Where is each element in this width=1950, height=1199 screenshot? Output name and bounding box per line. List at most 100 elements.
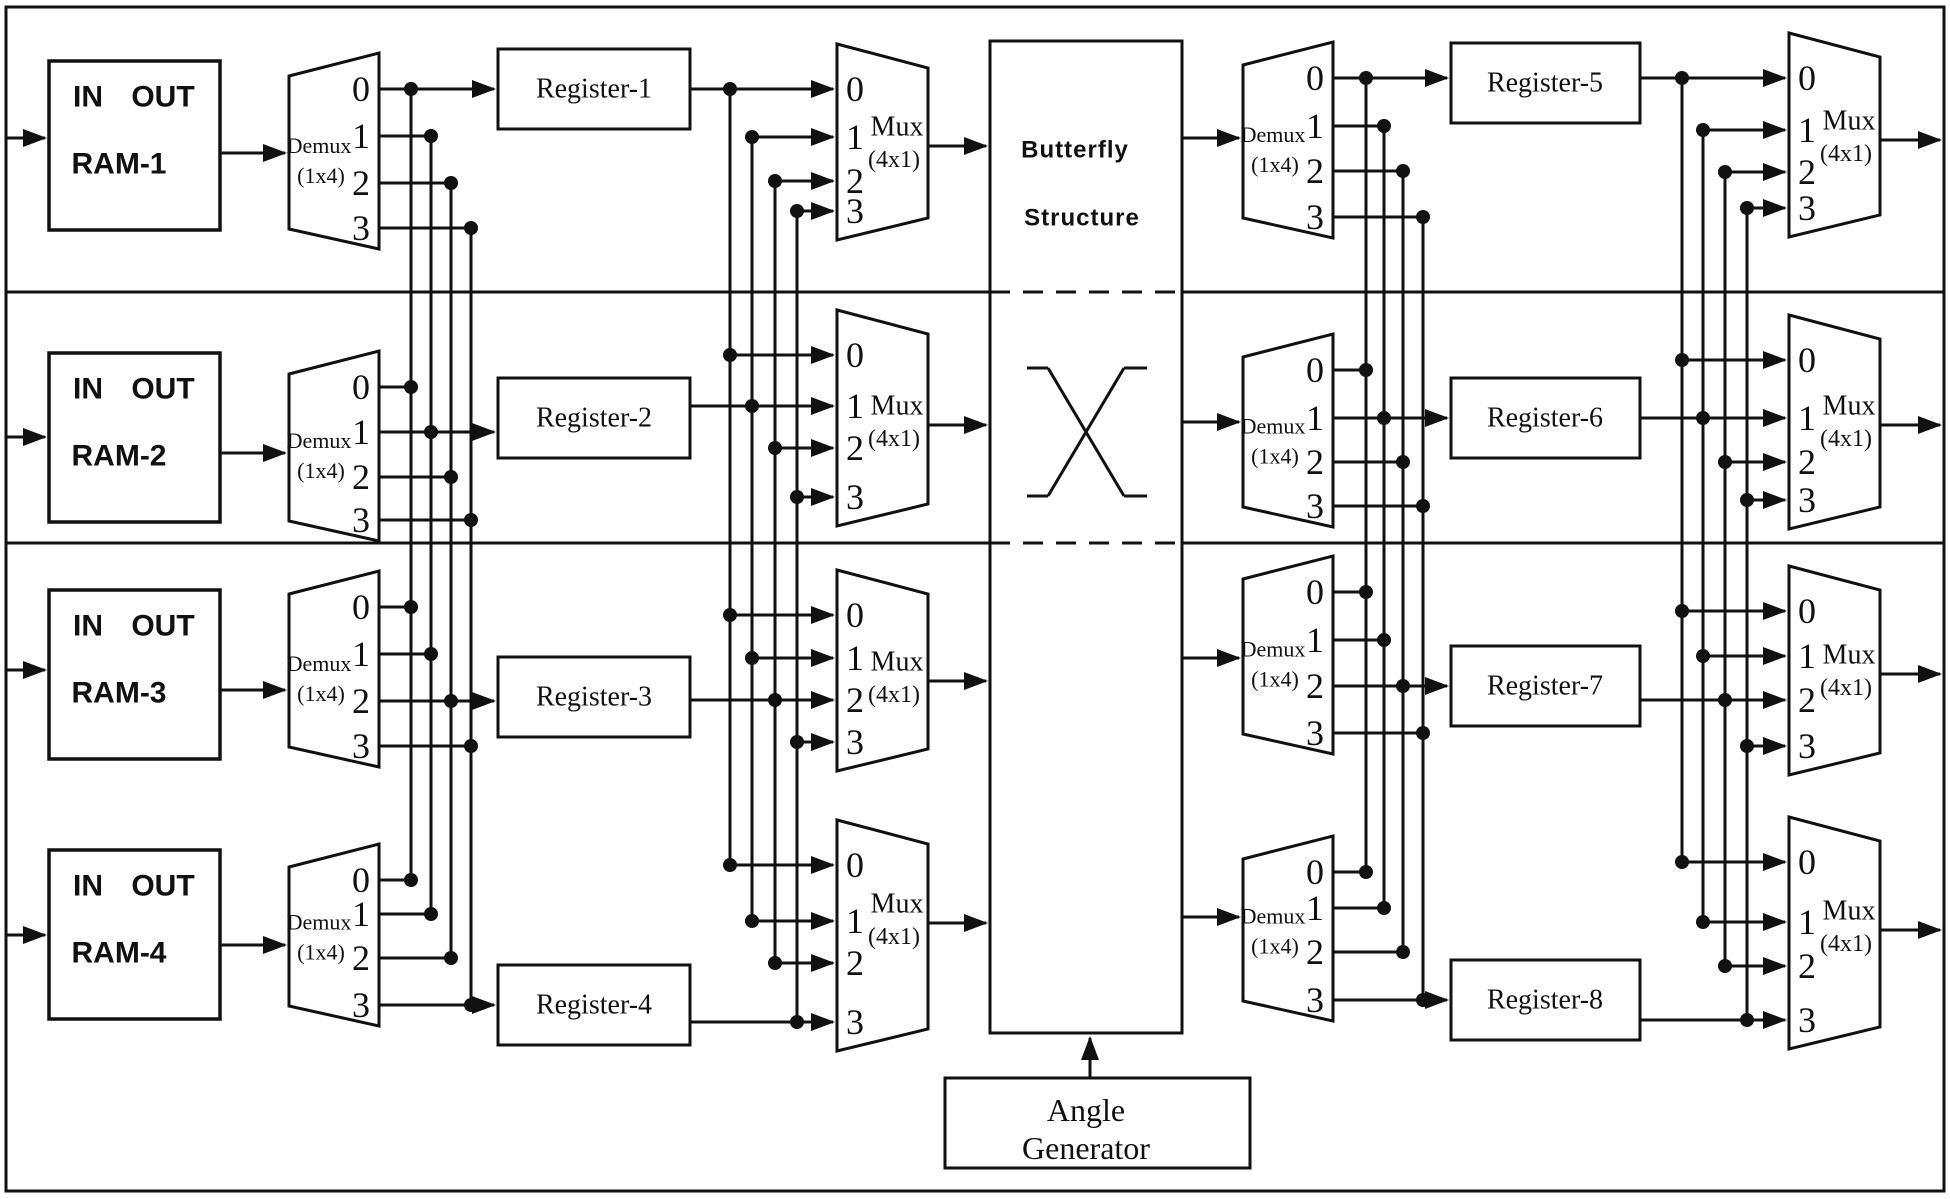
mux-7-port-2-label: 2	[1798, 680, 1816, 720]
demux-8-port-2-label: 2	[1306, 932, 1324, 972]
demux-7-port-2-label: 2	[1306, 666, 1324, 706]
demux-7-port-3-label: 3	[1306, 713, 1324, 753]
demux-4-label: Demux	[287, 910, 352, 935]
demux-3-port-2-label: 2	[352, 681, 370, 721]
ram-2-out-label: OUT	[131, 373, 194, 406]
register-5-label: Register-5	[1487, 68, 1603, 99]
demux-7-shape	[1241, 554, 1335, 756]
demux-4-port-3-label: 3	[352, 985, 370, 1025]
register-7-box	[1449, 644, 1642, 728]
mux-6-port-0-label: 0	[1798, 340, 1816, 380]
demux-1-port-1-label: 1	[352, 116, 370, 156]
demux-1-shape	[287, 51, 381, 251]
mux-6-port-3-label: 3	[1798, 480, 1816, 520]
ram-4-label: RAM-4	[72, 937, 167, 970]
mux-1-label: Mux	[871, 112, 924, 143]
angle-generator-box	[943, 1076, 1252, 1170]
ram-3-in-label: IN	[73, 610, 103, 643]
ram-3-label: RAM-3	[72, 677, 167, 710]
demux-5-port-2-label: 2	[1306, 151, 1324, 191]
mux-3-size-label: (4x1)	[868, 682, 920, 708]
demux-1-port-0-label: 0	[352, 69, 370, 109]
mux-3-port-0-label: 0	[846, 595, 864, 635]
demux-1-label: Demux	[287, 133, 352, 158]
ram-3-box	[47, 588, 222, 761]
butterfly-label: Butterfly	[1021, 137, 1129, 164]
mux-4-label: Mux	[871, 889, 924, 920]
mux-2-port-0-label: 0	[846, 335, 864, 375]
register-6-label: Register-6	[1487, 403, 1603, 434]
demux-3-shape	[287, 569, 381, 769]
mux-3-port-1-label: 1	[846, 638, 864, 678]
register-5-box	[1449, 41, 1642, 125]
register-1-box	[496, 47, 692, 131]
demux-1-port-3-label: 3	[352, 208, 370, 248]
register-2-box	[496, 376, 692, 460]
demux-4-size-label: (1x4)	[297, 940, 345, 965]
demux-5-shape	[1241, 40, 1335, 240]
register-7-label: Register-7	[1487, 671, 1603, 702]
demux-6-port-3-label: 3	[1306, 486, 1324, 526]
demux-3-port-0-label: 0	[352, 587, 370, 627]
mux-4-port-0-label: 0	[846, 845, 864, 885]
mux-6-port-1-label: 1	[1798, 398, 1816, 438]
mux-5-port-2-label: 2	[1798, 152, 1816, 192]
mux-7-shape	[1787, 564, 1882, 777]
ram-4-out-label: OUT	[131, 870, 194, 903]
demux-3-port-3-label: 3	[352, 726, 370, 766]
register-3-box	[496, 655, 692, 739]
ram-2-in-label: IN	[73, 373, 103, 406]
demux-3-label: Demux	[287, 651, 352, 676]
mux-8-port-0-label: 0	[1798, 842, 1816, 882]
demux-5-port-0-label: 0	[1306, 58, 1324, 98]
mux-8-shape	[1787, 815, 1882, 1051]
register-6-box	[1449, 376, 1642, 460]
mux-3-port-2-label: 2	[846, 680, 864, 720]
demux-7-port-1-label: 1	[1306, 620, 1324, 660]
demux-6-port-2-label: 2	[1306, 442, 1324, 482]
structure-label: Structure	[1024, 205, 1140, 232]
demux-1-port-2-label: 2	[352, 163, 370, 203]
mux-8-label: Mux	[1823, 896, 1876, 927]
mux-6-size-label: (4x1)	[1820, 426, 1872, 452]
demux-2-label: Demux	[287, 428, 352, 453]
ram-4-in-label: IN	[73, 870, 103, 903]
demux-2-port-0-label: 0	[352, 367, 370, 407]
demux-5-label: Demux	[1241, 122, 1306, 147]
mux-2-shape	[835, 308, 930, 528]
demux-5-size-label: (1x4)	[1251, 152, 1299, 177]
mux-7-label: Mux	[1823, 640, 1876, 671]
demux-2-port-3-label: 3	[352, 500, 370, 540]
demux-7-port-0-label: 0	[1306, 572, 1324, 612]
mux-4-port-1-label: 1	[846, 901, 864, 941]
mux-5-label: Mux	[1823, 106, 1876, 137]
mux-1-size-label: (4x1)	[868, 147, 920, 173]
demux-4-port-0-label: 0	[352, 860, 370, 900]
demux-6-size-label: (1x4)	[1251, 444, 1299, 469]
mux-3-shape	[835, 568, 930, 773]
demux-7-size-label: (1x4)	[1251, 667, 1299, 692]
demux-4-shape	[287, 842, 381, 1028]
mux-1-port-0-label: 0	[846, 69, 864, 109]
mux-6-shape	[1787, 313, 1882, 531]
register-4-label: Register-4	[536, 990, 652, 1021]
demux-8-size-label: (1x4)	[1251, 934, 1299, 959]
demux-4-port-2-label: 2	[352, 938, 370, 978]
demux-3-size-label: (1x4)	[297, 681, 345, 706]
ram-1-in-label: IN	[73, 81, 103, 114]
mux-8-size-label: (4x1)	[1820, 931, 1872, 957]
register-1-label: Register-1	[536, 74, 652, 105]
ram-2-label: RAM-2	[72, 440, 167, 473]
register-8-box	[1449, 958, 1642, 1042]
mux-4-size-label: (4x1)	[868, 924, 920, 950]
demux-5-port-1-label: 1	[1306, 106, 1324, 146]
mux-3-port-3-label: 3	[846, 722, 864, 762]
ram-2-box	[47, 351, 222, 524]
mux-5-port-1-label: 1	[1798, 110, 1816, 150]
ram-4-box	[47, 848, 222, 1021]
mux-8-port-1-label: 1	[1798, 902, 1816, 942]
angle-generator-label: Generator	[1022, 1130, 1150, 1166]
mux-5-shape	[1787, 31, 1882, 239]
mux-7-port-3-label: 3	[1798, 726, 1816, 766]
mux-2-label: Mux	[871, 391, 924, 422]
